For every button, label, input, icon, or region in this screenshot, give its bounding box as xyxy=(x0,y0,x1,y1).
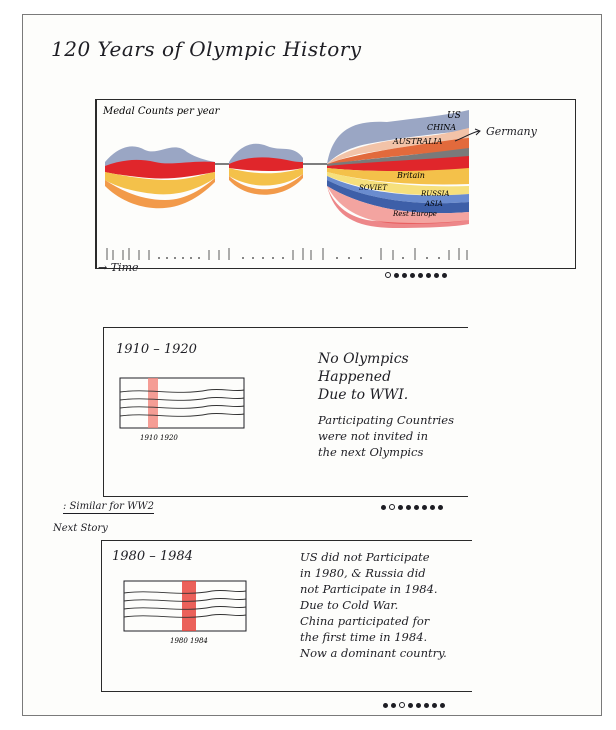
story1-progress-dots xyxy=(381,495,446,514)
story2-body-line6: the first time in 1984. xyxy=(300,630,428,644)
story2-mini-label: 1980 1984 xyxy=(170,637,208,645)
stream-band-russia xyxy=(327,176,469,204)
stream-band-us xyxy=(327,110,469,164)
stream-band-germany xyxy=(327,148,469,166)
progress-dot-current[interactable] xyxy=(385,272,391,278)
stream-band-orange-mid xyxy=(229,174,303,195)
story2-body-line3: not Participate in 1984. xyxy=(300,582,438,596)
stream-band-asia xyxy=(327,180,469,214)
similar-note: : Similar for WW2 xyxy=(63,501,154,514)
story1-body-line3: the next Olympics xyxy=(318,445,424,459)
story2-body-line5: China participated for xyxy=(300,614,430,628)
stream-band-europe xyxy=(327,186,469,224)
overview-chart-label: Medal Counts per year xyxy=(102,106,221,117)
overview-chart: US CHINA AUSTRALIA Britain SOVIET RUSSIA… xyxy=(95,99,576,269)
streamgraph-svg: US CHINA AUSTRALIA Britain SOVIET RUSSIA… xyxy=(102,106,469,260)
overview-progress-dots xyxy=(385,263,450,282)
story1-headline-line3: Due to WWI. xyxy=(318,387,409,403)
page-title: 120 Years of Olympic History xyxy=(51,37,362,61)
stream-band-china xyxy=(327,128,469,164)
story2-body: US did not Participate in 1980, & Russia… xyxy=(300,549,447,661)
stream-band-orange-left xyxy=(105,178,215,209)
story2-body-line4: Due to Cold War. xyxy=(300,598,399,612)
stream-band-britain xyxy=(327,168,469,185)
progress-dot-current[interactable] xyxy=(389,504,395,510)
band-label-russia: RUSSIA xyxy=(420,190,449,198)
story1-mini-label: 1910 1920 xyxy=(140,434,178,442)
year-ticks xyxy=(106,248,468,260)
story1-range: 1910 – 1920 xyxy=(116,342,197,357)
band-label-soviet: SOVIET xyxy=(359,184,388,192)
story1-mini-chart: 1910 1920 xyxy=(119,377,245,442)
story-card-2: 1980 – 1984 1980 1984 US did not Partici… xyxy=(101,540,472,692)
band-label-australia: AUSTRALIA xyxy=(392,137,443,146)
band-label-china: CHINA xyxy=(427,123,456,132)
next-story-label: Next Story xyxy=(53,523,108,534)
progress-dot-current[interactable] xyxy=(399,702,405,708)
band-label-us: US xyxy=(447,111,461,121)
band-label-asia: ASIA xyxy=(424,200,443,208)
sketch-page: 120 Years of Olympic History xyxy=(22,14,602,716)
stream-band-red-left xyxy=(105,159,215,179)
band-label-europe: Rest Europe xyxy=(392,210,437,218)
story2-mini-chart: 1980 1984 xyxy=(123,580,247,645)
band-label-britain: Britain xyxy=(396,171,425,180)
stream-band-soviet xyxy=(327,172,469,196)
story2-range: 1980 – 1984 xyxy=(112,549,193,564)
time-axis-label: → Time xyxy=(98,261,139,274)
stream-band-bottom xyxy=(327,186,469,228)
story-card-1: 1910 – 1920 1910 1920 No Olympics Happen… xyxy=(103,327,468,497)
story1-body: Participating Countries were not invited… xyxy=(318,412,454,460)
story2-body-line7: Now a dominant country. xyxy=(300,646,447,660)
story1-headline-line2: Happened xyxy=(318,369,392,385)
year-dots xyxy=(158,257,440,259)
story1-body-line1: Participating Countries xyxy=(318,413,454,427)
stream-band-red-mid xyxy=(229,157,303,171)
story1-headline: No Olympics Happened Due to WWI. xyxy=(318,350,409,404)
story2-body-line2: in 1980, & Russia did xyxy=(300,566,426,580)
story2-progress-dots xyxy=(383,693,448,712)
story1-body-line2: were not invited in xyxy=(318,429,429,443)
stream-band-australia xyxy=(327,138,469,164)
story1-headline-line1: No Olympics xyxy=(318,351,409,367)
germany-arrow xyxy=(454,128,481,142)
stream-band-red-right xyxy=(327,156,469,172)
stream-band-yellow-mid xyxy=(229,168,303,186)
stream-band-yellow-left xyxy=(105,172,215,195)
story2-body-line1: US did not Participate xyxy=(300,550,430,564)
germany-label: Germany xyxy=(486,125,537,138)
